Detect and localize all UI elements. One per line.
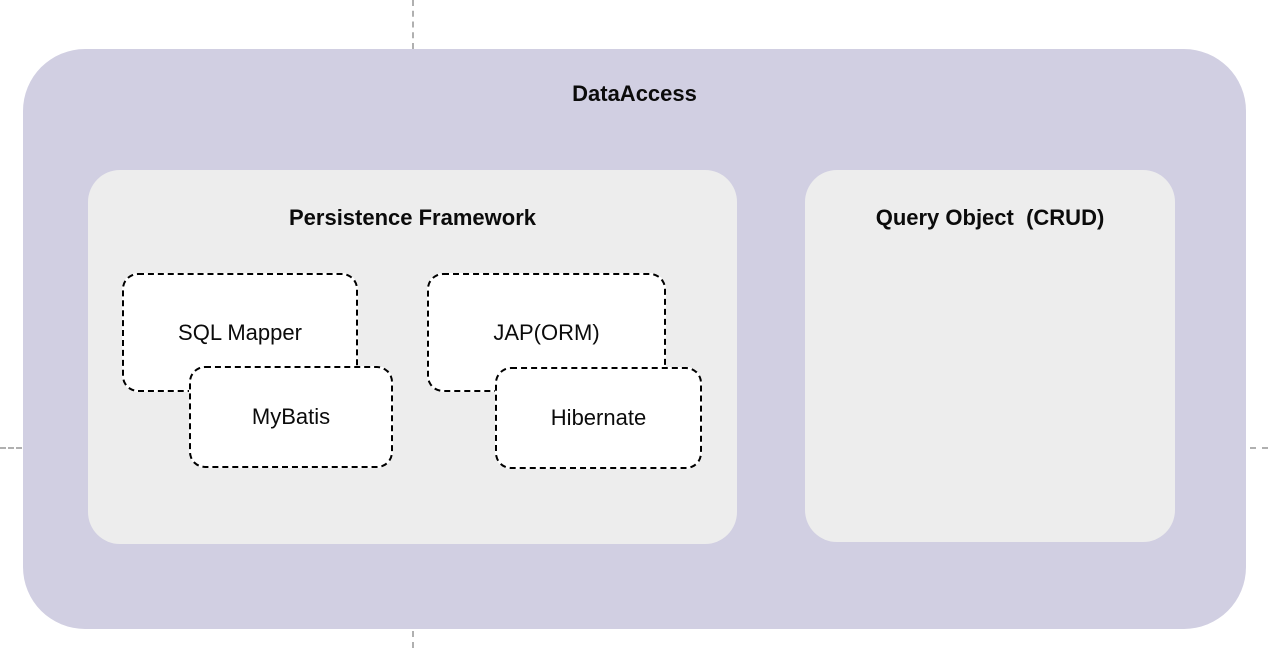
alignment-guide-vertical-bottom bbox=[412, 631, 414, 648]
node-hibernate-label: Hibernate bbox=[550, 405, 647, 430]
node-mybatis[interactable]: MyBatis bbox=[189, 366, 393, 468]
query-object-title: Query Object (CRUD) bbox=[875, 205, 1105, 230]
persistence-framework-title: Persistence Framework bbox=[288, 205, 537, 230]
node-hibernate[interactable]: Hibernate bbox=[495, 367, 702, 469]
node-jap-orm-label: JAP(ORM) bbox=[493, 319, 600, 345]
query-object-group[interactable]: Query Object (CRUD) bbox=[805, 170, 1175, 542]
node-sql-mapper-label: SQL Mapper bbox=[178, 319, 302, 345]
node-mybatis-label: MyBatis bbox=[251, 404, 331, 429]
alignment-guide-horizontal-right bbox=[1250, 447, 1268, 449]
alignment-guide-horizontal-left bbox=[0, 447, 22, 449]
dataaccess-title: DataAccess bbox=[572, 81, 697, 106]
alignment-guide-vertical-top bbox=[412, 0, 414, 49]
